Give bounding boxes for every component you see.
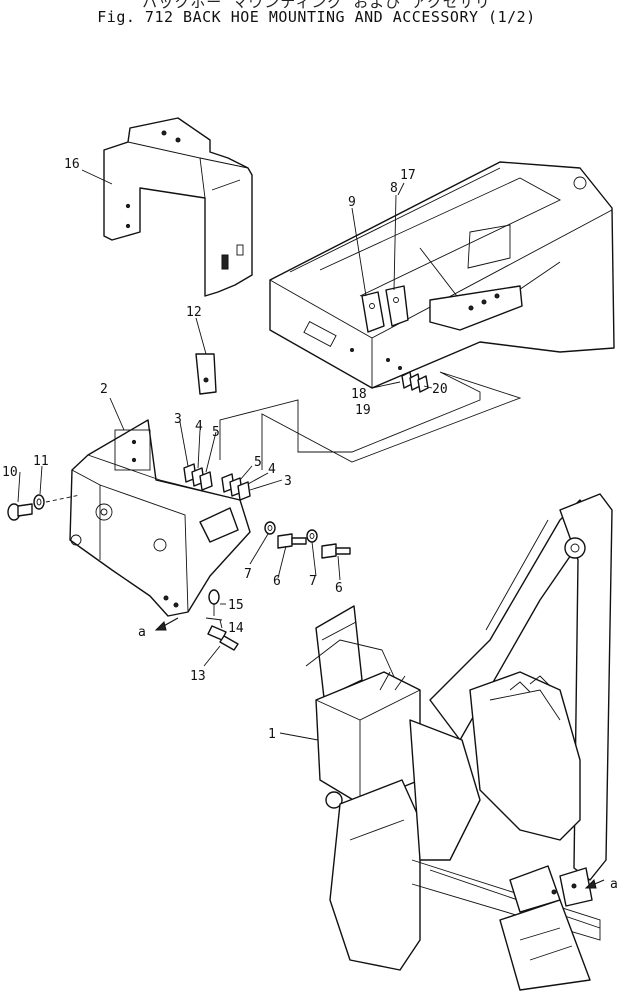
- callout-16: 16: [64, 157, 80, 172]
- callout-13: 13: [190, 669, 206, 684]
- callout-15: 15: [228, 598, 244, 613]
- callout-11: 11: [33, 454, 49, 469]
- callout-a-right: a: [610, 877, 618, 892]
- callout-14: 14: [228, 621, 244, 636]
- shims-3-4-5-right: [221, 473, 251, 501]
- leader-routing-line: [219, 371, 522, 470]
- part-7-washer-a: [264, 521, 276, 535]
- callout-labels: 16 17 8 9 12 2 18 19 20 3 4 5 5 4 3 10 1…: [2, 157, 618, 892]
- bolt-axis-line: [45, 494, 81, 503]
- callout-7a: 7: [244, 567, 252, 582]
- callout-5a: 5: [212, 425, 220, 440]
- part-10-bolt: [7, 503, 33, 521]
- part-11-washer: [33, 494, 45, 510]
- callout-7b: 7: [309, 574, 317, 589]
- callout-8: 8: [390, 181, 398, 196]
- callout-4b: 4: [268, 462, 276, 477]
- part-2-mounting-bracket: [69, 419, 251, 617]
- part-6-bolt-b: [321, 543, 351, 559]
- part-15-ring: [208, 589, 220, 616]
- callout-3a: 3: [174, 412, 182, 427]
- figure-title: Fig. 712 BACK HOE MOUNTING AND ACCESSORY…: [97, 8, 536, 26]
- callout-10: 10: [2, 465, 18, 480]
- part-7-washer-b: [306, 529, 318, 543]
- callout-6a: 6: [273, 574, 281, 589]
- arrowhead-a-right: [584, 879, 597, 889]
- callout-6b: 6: [335, 581, 343, 596]
- callout-17: 17: [400, 168, 416, 183]
- callout-3b: 3: [284, 474, 292, 489]
- shims-3-4-5-left: [183, 463, 213, 491]
- callout-20: 20: [432, 382, 448, 397]
- part-13-bolt: [207, 625, 239, 651]
- callout-1: 1: [268, 727, 276, 742]
- shims-18-19-20: [401, 371, 429, 393]
- part-1-backhoe: [305, 493, 613, 991]
- part-12-clip: [195, 353, 217, 395]
- callout-9: 9: [348, 195, 356, 210]
- figure-title-japanese: バックホー マウンティング および アクセサリ: [142, 0, 491, 11]
- part-9-bracket: [361, 291, 385, 333]
- part-8-bracket: [385, 285, 409, 327]
- callout-2: 2: [100, 382, 108, 397]
- leader-lines: [17, 169, 433, 741]
- part-6-bolt-a: [277, 533, 307, 549]
- callout-5b: 5: [254, 455, 262, 470]
- part-17-frame: [269, 161, 615, 389]
- callout-19: 19: [355, 403, 371, 418]
- callout-18: 18: [351, 387, 367, 402]
- callout-a-left: a: [138, 625, 146, 640]
- arrowhead-a-left: [154, 621, 167, 631]
- callout-4a: 4: [195, 419, 203, 434]
- part-14-pin: [205, 617, 223, 621]
- callout-12: 12: [186, 305, 202, 320]
- part-16-guard: [103, 117, 253, 297]
